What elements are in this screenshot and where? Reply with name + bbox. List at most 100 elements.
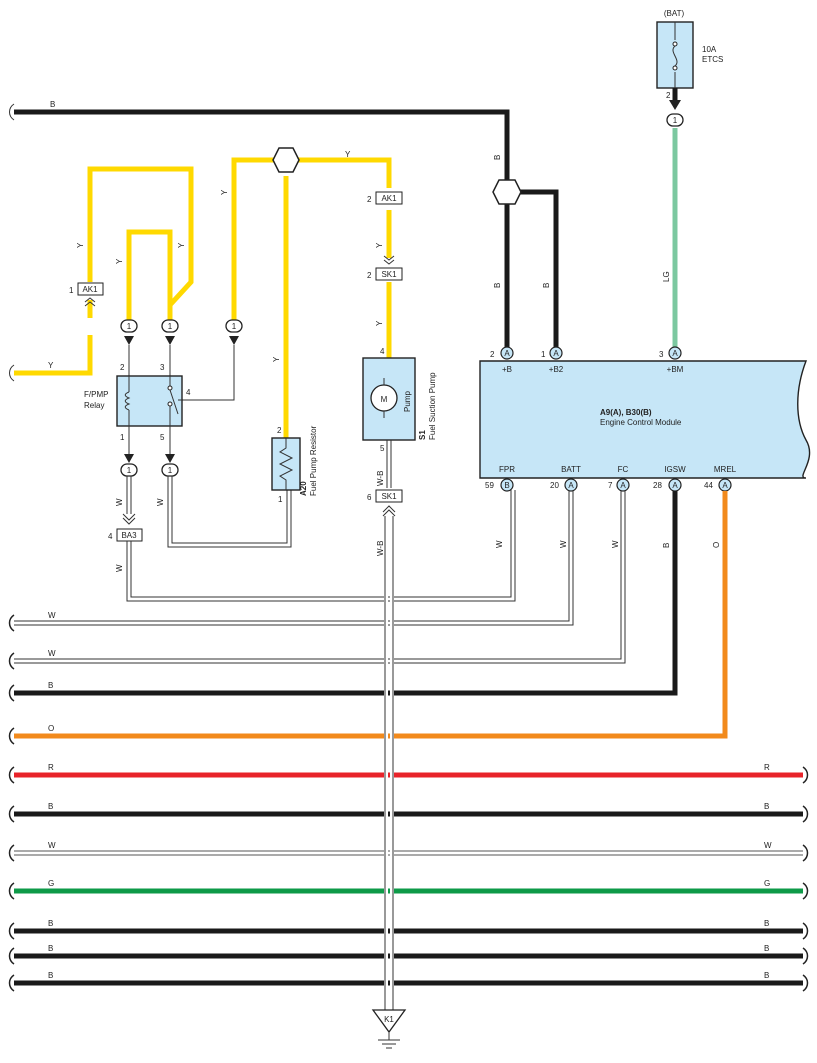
wire-break xyxy=(8,684,15,702)
wire-break xyxy=(802,922,809,940)
bus-wire-left-label: R xyxy=(48,763,54,772)
svg-text:Y: Y xyxy=(177,242,186,248)
connector-ak1-left xyxy=(77,282,104,296)
bus-wire-left-label: W xyxy=(48,649,56,658)
svg-text:W-B: W-B xyxy=(376,471,385,486)
svg-text:A: A xyxy=(722,481,728,490)
svg-text:Y: Y xyxy=(345,150,351,159)
connector-ba3 xyxy=(116,528,143,542)
wire-break xyxy=(8,974,15,992)
svg-text:W: W xyxy=(611,540,620,548)
y-splice xyxy=(272,147,300,173)
svg-text:B: B xyxy=(50,100,55,109)
svg-text:Y: Y xyxy=(48,361,54,370)
svg-text:AK1: AK1 xyxy=(82,285,98,294)
svg-text:44: 44 xyxy=(704,481,713,490)
wire-break xyxy=(8,727,15,745)
svg-text:7: 7 xyxy=(608,481,613,490)
ecm-pin-batt xyxy=(564,478,578,492)
svg-text:SK1: SK1 xyxy=(381,492,397,501)
wire-break xyxy=(8,614,15,632)
svg-text:+B: +B xyxy=(502,365,512,374)
b-splice xyxy=(492,179,522,205)
wire-break xyxy=(8,766,15,784)
svg-text:4: 4 xyxy=(186,388,191,397)
ground-icon xyxy=(378,1032,400,1049)
svg-text:Fuel Suction Pump: Fuel Suction Pump xyxy=(428,372,437,440)
svg-text:Engine Control Module: Engine Control Module xyxy=(600,418,682,427)
connector-sk1-bottom xyxy=(375,489,403,503)
svg-text:W: W xyxy=(115,564,124,572)
relay-conn-2 xyxy=(120,319,138,333)
svg-text:B: B xyxy=(542,283,551,288)
svg-text:1: 1 xyxy=(278,495,283,504)
svg-text:LG: LG xyxy=(662,271,671,282)
svg-text:FC: FC xyxy=(618,465,629,474)
bus-wire-right-label: B xyxy=(764,944,769,953)
svg-text:Y: Y xyxy=(375,320,384,326)
wire-break xyxy=(8,652,15,670)
wire-break xyxy=(802,844,809,862)
svg-text:3: 3 xyxy=(160,363,165,372)
bus-wire-left-label: B xyxy=(48,944,53,953)
svg-text:1: 1 xyxy=(673,116,678,125)
svg-text:F/PMP: F/PMP xyxy=(84,390,108,399)
svg-text:1: 1 xyxy=(127,322,132,331)
svg-text:O: O xyxy=(712,542,721,548)
fuel-pump-relay xyxy=(116,375,183,427)
svg-text:+B2: +B2 xyxy=(549,365,564,374)
svg-text:A: A xyxy=(672,481,678,490)
svg-text:3: 3 xyxy=(659,350,664,359)
ecm-pin-bm xyxy=(668,346,682,360)
svg-text:2: 2 xyxy=(367,195,372,204)
svg-text:2: 2 xyxy=(490,350,495,359)
svg-text:2: 2 xyxy=(367,271,372,280)
svg-text:Fuel Pump Resistor: Fuel Pump Resistor xyxy=(309,425,318,496)
svg-text:28: 28 xyxy=(653,481,662,490)
bus-wire-right-label: B xyxy=(764,971,769,980)
bus-wire-left-label: G xyxy=(48,879,54,888)
bat-connector xyxy=(666,113,684,127)
wire-break xyxy=(802,805,809,823)
svg-text:SK1: SK1 xyxy=(381,270,397,279)
svg-text:IGSW: IGSW xyxy=(664,465,686,474)
bus-wire-left-label: O xyxy=(48,724,54,733)
ecm-pin-fc xyxy=(616,478,630,492)
svg-text:Y: Y xyxy=(220,189,229,195)
wire-break xyxy=(8,947,15,965)
engine-control-module xyxy=(479,360,811,479)
svg-text:1: 1 xyxy=(232,322,237,331)
fuse-rating: 10A xyxy=(702,45,717,54)
svg-text:4: 4 xyxy=(380,347,385,356)
bat-label: (BAT) xyxy=(664,9,685,18)
bus-wire-left-label: B xyxy=(48,681,53,690)
svg-text:BA3: BA3 xyxy=(121,531,137,540)
svg-text:A: A xyxy=(553,349,559,358)
svg-text:Pump: Pump xyxy=(403,391,412,412)
svg-text:6: 6 xyxy=(367,493,372,502)
wire-break xyxy=(802,882,809,900)
svg-text:Y: Y xyxy=(76,242,85,248)
mrel-wire xyxy=(14,491,728,739)
svg-text:4: 4 xyxy=(108,532,113,541)
svg-text:59: 59 xyxy=(485,481,494,490)
svg-text:A20: A20 xyxy=(299,481,308,496)
svg-text:Y: Y xyxy=(272,356,281,362)
svg-text:2: 2 xyxy=(277,426,282,435)
relay-coil-icon xyxy=(124,391,131,411)
ground-symbol xyxy=(371,1009,407,1034)
svg-text:A: A xyxy=(620,481,626,490)
relay-switch-icon xyxy=(169,376,182,426)
wire-break xyxy=(8,805,15,823)
svg-text:1: 1 xyxy=(120,433,125,442)
svg-text:S1: S1 xyxy=(418,430,427,440)
svg-text:Y: Y xyxy=(115,258,124,264)
bus-wire-right-label: R xyxy=(764,763,770,772)
svg-text:Relay: Relay xyxy=(84,401,104,410)
svg-text:B: B xyxy=(493,155,502,160)
bus-wire-left-label: W xyxy=(48,611,56,620)
svg-text:B: B xyxy=(504,481,509,490)
svg-text:20: 20 xyxy=(550,481,559,490)
